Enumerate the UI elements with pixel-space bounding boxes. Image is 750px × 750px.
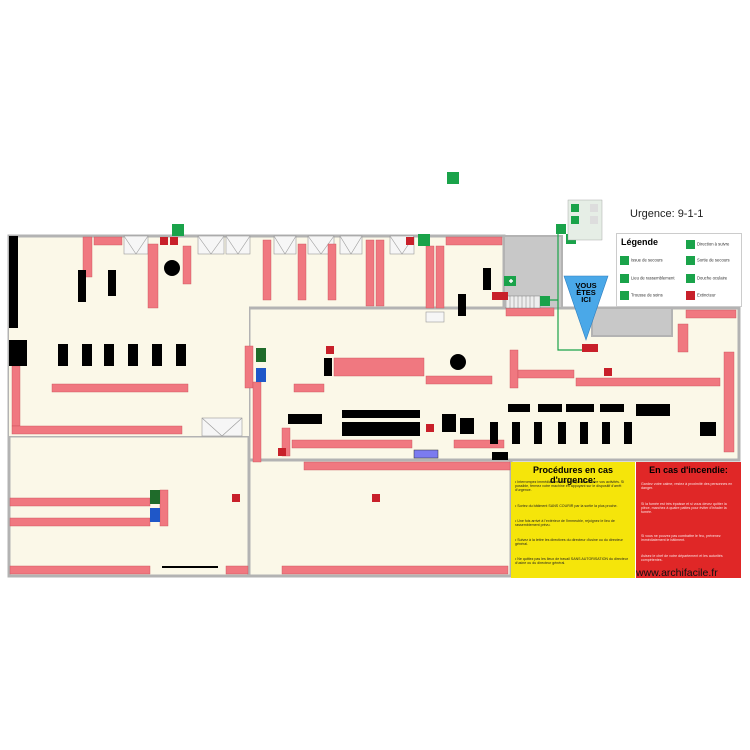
procedure-step: • Suivez à la lettre les directives du d…: [515, 538, 623, 547]
procedure-step: • Ne quittez pas les lieux de travail SA…: [515, 557, 628, 566]
eye-wash-shower-icon: [686, 274, 695, 283]
procedure-step: • Sortez du bâtiment SANS COURIR par la …: [515, 504, 618, 508]
emergency-number: Urgence: 9-1-1: [630, 208, 704, 220]
legend-item-assembly-point: Lieu de rassemblement: [620, 274, 675, 283]
you-are-here-label: VOUS ÊTES ICI: [575, 281, 597, 304]
fire-step: Si vous ne pouvez pas combattre le feu, …: [641, 534, 721, 543]
eye-wash-station: [567, 199, 603, 241]
fire-extinguisher-icon: [686, 291, 695, 300]
emergency-exit-icon: [620, 256, 629, 265]
legend-item-extinguisher: Extincteur: [686, 291, 716, 300]
fire-procedures-panel: En cas d'incendie: Gardez votre calme, r…: [636, 462, 741, 578]
fire-title: En cas d'incendie:: [649, 465, 728, 475]
doors: [123, 235, 445, 437]
stairs: [505, 295, 541, 309]
direction-arrow-icon: [686, 240, 695, 249]
procedures-title: Procédures en cas d'urgence:: [532, 465, 614, 485]
legend-title: Légende: [621, 237, 659, 247]
fire-step: Gardez votre calme, restez à proximité d…: [641, 482, 733, 491]
first-aid-kit-icon: [620, 291, 629, 300]
legend-item-eye-wash: Douche oculaire: [686, 274, 727, 283]
legend-item-direction: Direction à suivre: [686, 240, 729, 249]
legend-item-emergency-exit: Issue de secours: [620, 256, 663, 265]
assembly-point-icon: [620, 274, 629, 283]
you-are-here-marker: [563, 275, 609, 341]
procedure-step: • Interrompez immédiatement et de façon …: [515, 480, 625, 493]
containers: [150, 348, 439, 522]
fire-step: Avisez le chef de votre département et l…: [641, 554, 723, 563]
procedure-step: • Une fois arrivé à l'extérieur de l'imm…: [515, 519, 615, 528]
emergency-procedures-panel: Procédures en cas d'urgence: • Interromp…: [511, 462, 635, 578]
first-aid-kit-icon: [506, 276, 516, 286]
legend: Légende Issue de secours Direction à sui…: [616, 233, 742, 307]
emergency-exit-door-icon: [686, 256, 695, 265]
machines: [9, 236, 716, 568]
fire-step: Si la fumée est très épaisse et si vous …: [641, 502, 727, 515]
legend-item-exit-door: Sortie de secours: [686, 256, 730, 265]
legend-item-first-aid: Trousse de soins: [620, 291, 663, 300]
watermark: www.archifacile.fr: [636, 567, 718, 579]
